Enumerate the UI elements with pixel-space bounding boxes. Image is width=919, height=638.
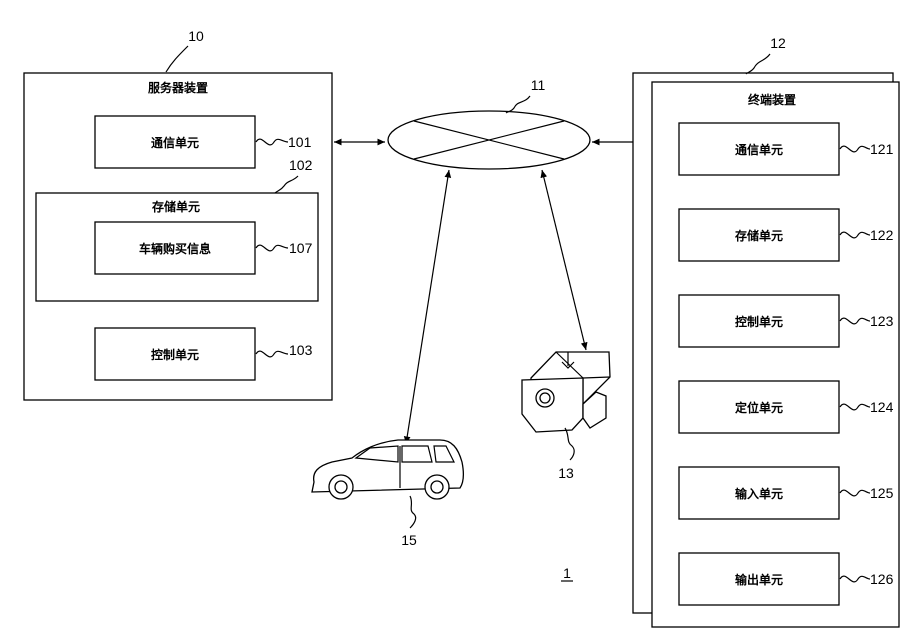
camera-ref-leader [565,428,574,460]
terminal-unit-label: 存储单元 [734,228,783,243]
car-hub [335,481,347,493]
server-device: 服务器装置 10 通信单元 101 102 存储单元 车辆购买信息 107 控制… [24,28,332,400]
vehicle: 15 [312,440,463,548]
terminal-ref: 12 [770,35,786,51]
terminal-unit-ref: 124 [870,399,894,415]
network-camera-link [542,170,586,350]
server-storage-label: 存储单元 [151,199,200,214]
server-comm-label: 通信单元 [151,135,199,150]
camera-front [522,378,583,432]
terminal-unit-label: 控制单元 [735,314,783,329]
purchase-info-label: 车辆购买信息 [139,241,211,256]
terminal-unit-label: 输入单元 [735,486,783,501]
server-ref-leader [166,46,188,72]
terminal-unit-ref: 121 [870,141,894,157]
server-ref: 10 [188,28,204,44]
server-control-label: 控制单元 [151,347,199,362]
terminal-device: 终端装置 12 通信单元 121 存储单元 122 控制单元 123 定位单元 … [633,35,899,627]
server-title: 服务器装置 [148,80,208,95]
terminal-unit-ref: 122 [870,227,894,243]
terminal-ref-leader [746,54,770,74]
network-vehicle-link [406,170,449,444]
terminal-unit-label: 定位单元 [735,400,783,415]
vehicle-ref-leader [410,496,416,528]
camera-device: 13 [522,352,610,481]
terminal-unit-ref: 126 [870,571,894,587]
server-storage-ref: 102 [289,157,313,173]
system-ref: 1 [563,565,571,581]
terminal-title: 终端装置 [748,92,796,107]
terminal-unit-label: 输出单元 [735,572,783,587]
network-ref-leader [506,96,530,113]
purchase-info-ref: 107 [289,240,313,256]
server-comm-ref: 101 [288,134,312,150]
vehicle-ref: 15 [401,532,417,548]
camera-ref: 13 [558,465,574,481]
terminal-unit-ref: 123 [870,313,894,329]
network: 11 [388,77,590,169]
network-ref: 11 [531,77,546,93]
server-control-ref: 103 [289,342,313,358]
terminal-unit-ref: 125 [870,485,894,501]
terminal-unit-label: 通信单元 [735,142,783,157]
car-hub [431,481,443,493]
camera-lens-inner [540,393,550,403]
